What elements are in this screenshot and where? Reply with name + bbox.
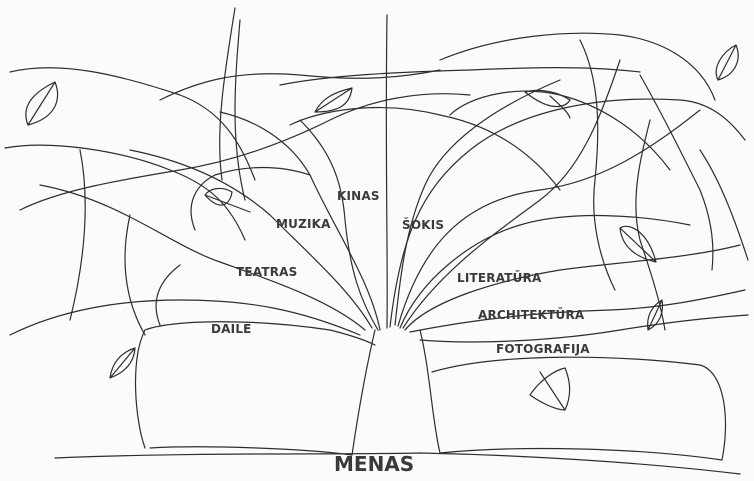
- leaf: [525, 90, 570, 118]
- branch-label-architektura: ARCHITEKTŪRA: [478, 308, 584, 322]
- branch-label-kinas: KINAS: [337, 189, 380, 203]
- branch-label-literatura: LITERATŪRA: [457, 271, 542, 285]
- leaf: [315, 88, 352, 112]
- leaf: [716, 45, 738, 80]
- leaf: [26, 82, 58, 125]
- tree-crown-lines: [5, 8, 748, 335]
- leaf: [110, 348, 135, 378]
- leaf: [530, 368, 570, 410]
- root-label-menas: MENAS: [334, 452, 414, 476]
- leaf: [648, 300, 663, 330]
- tree-trunk: [136, 322, 726, 460]
- branch-label-sokis: ŠOKIS: [402, 218, 444, 232]
- branch-label-fotografija: FOTOGRAFIJA: [496, 342, 590, 356]
- branch-label-daile: DAILĖ: [211, 322, 252, 336]
- branch-label-muzika: MUZIKA: [276, 217, 331, 231]
- branch-label-teatras: TEATRAS: [236, 265, 298, 279]
